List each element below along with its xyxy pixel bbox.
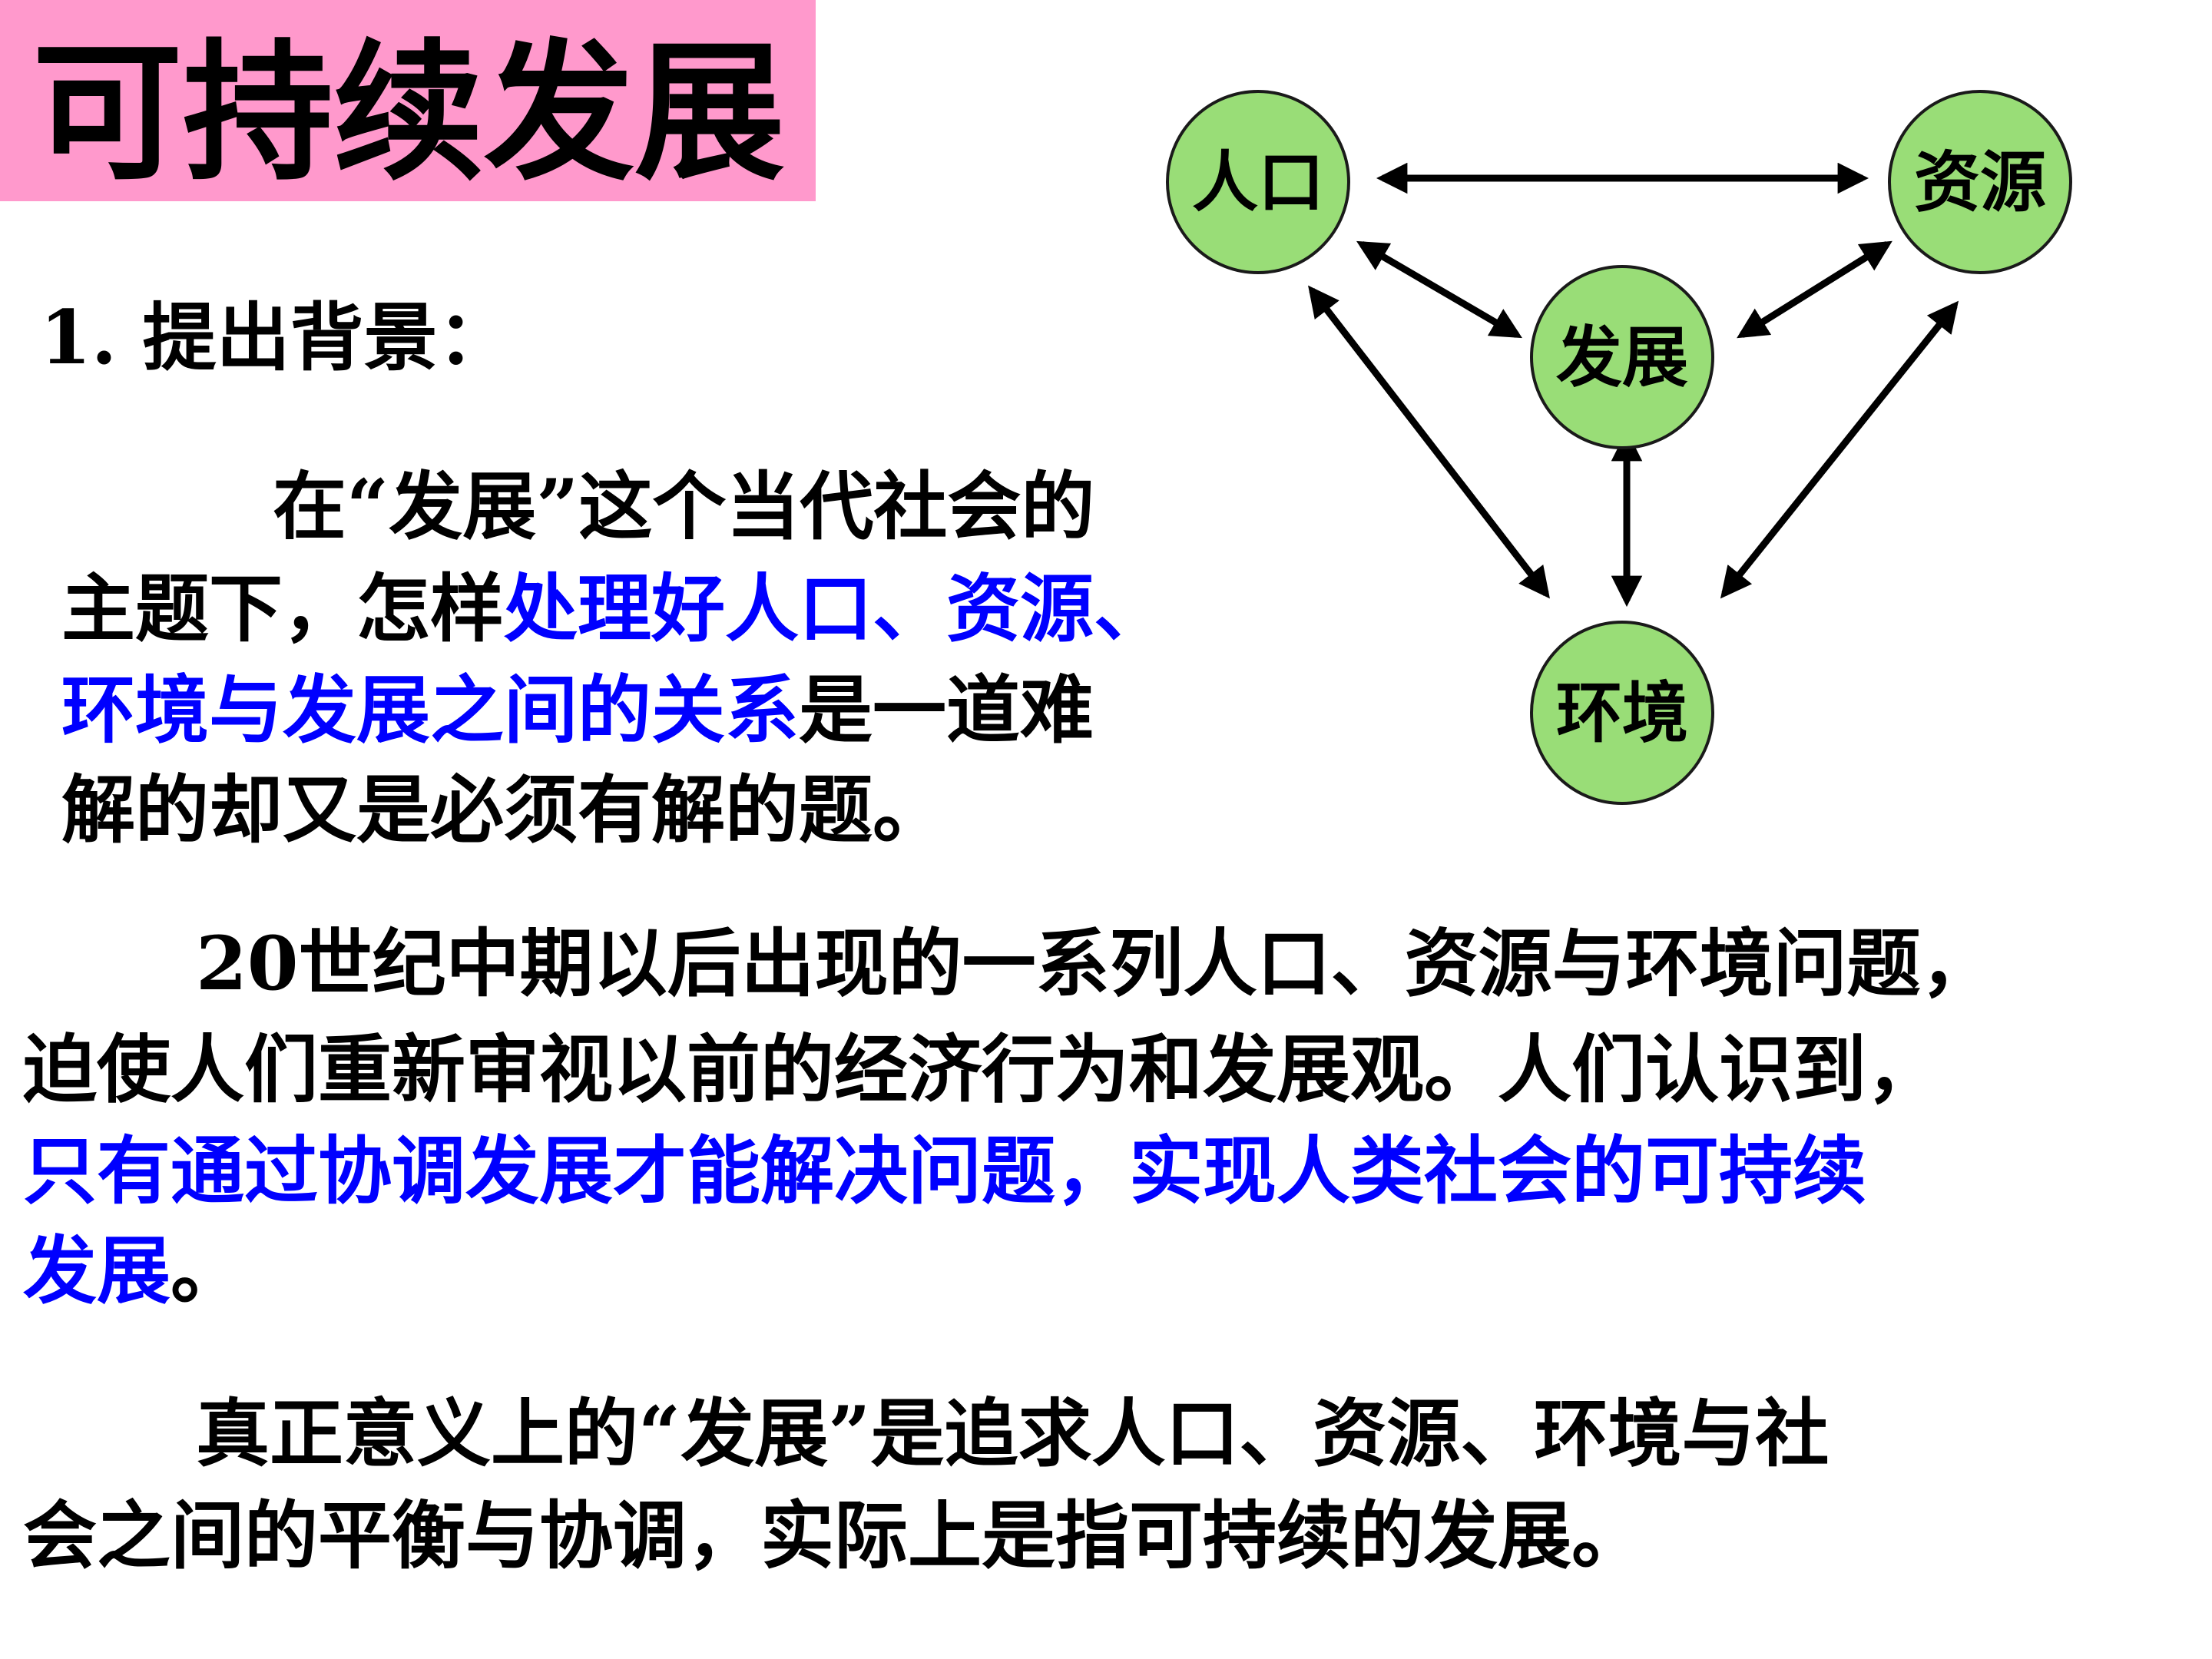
relationship-diagram: 人口 资源 发展 环境 [1166, 90, 2072, 805]
node-resources: 资源 [1888, 90, 2072, 274]
para2-line3-highlight: 只有通过协调发展才能解决问题，实现人类社会的可持续 [23, 1128, 1866, 1214]
node-development-label: 发展 [1556, 319, 1688, 396]
para1-line1: 在“发展”这个当代社会的 [273, 463, 1095, 550]
para3-line2: 会之间的平衡与协调，实际上是指可持续的发展。 [23, 1492, 1645, 1579]
para2-line4: 发展。 [23, 1229, 244, 1313]
title-banner: 可持续发展 [0, 0, 816, 201]
para1-line3-highlight: 环境与发展之间的关系 [61, 667, 799, 753]
section-heading: 1. 提出背景： [40, 294, 512, 381]
para2-line2: 迫使人们重新审视以前的经济行为和发展观。人们认识到， [23, 1026, 1940, 1113]
para1-line2-text: 主题下，怎样 [61, 565, 504, 652]
arrow-resources-development [1737, 240, 1892, 339]
arrow-resources-environment [1720, 300, 1959, 599]
arrow-population-environment [1308, 285, 1550, 599]
para2-line4-highlight: 发展 [23, 1227, 171, 1314]
para2-line1: 20世纪中期以后出现的一系列人口、资源与环境问题， [196, 920, 1995, 1007]
node-environment: 环境 [1530, 621, 1714, 805]
arrow-population-development [1356, 240, 1522, 339]
node-environment-label: 环境 [1556, 674, 1688, 752]
node-resources-label: 资源 [1914, 144, 2046, 221]
para1-line2: 主题下，怎样处理好人口、资源、 [61, 567, 1167, 651]
node-population-label: 人口 [1192, 144, 1324, 221]
para1-line4: 解的却又是必须有解的题。 [61, 767, 946, 853]
node-development: 发展 [1530, 265, 1714, 449]
node-population: 人口 [1166, 90, 1350, 274]
para1-line2-highlight: 处理好人口、资源、 [504, 565, 1167, 652]
para3-line1: 真正意义上的“发展”是追求人口、资源、环境与社 [196, 1390, 1830, 1477]
para1-line3-text: 是一道难 [799, 667, 1094, 753]
para2-line4-text: 。 [171, 1227, 244, 1314]
para1-line3: 环境与发展之间的关系是一道难 [61, 668, 1094, 753]
page-title: 可持续发展 [32, 26, 786, 201]
